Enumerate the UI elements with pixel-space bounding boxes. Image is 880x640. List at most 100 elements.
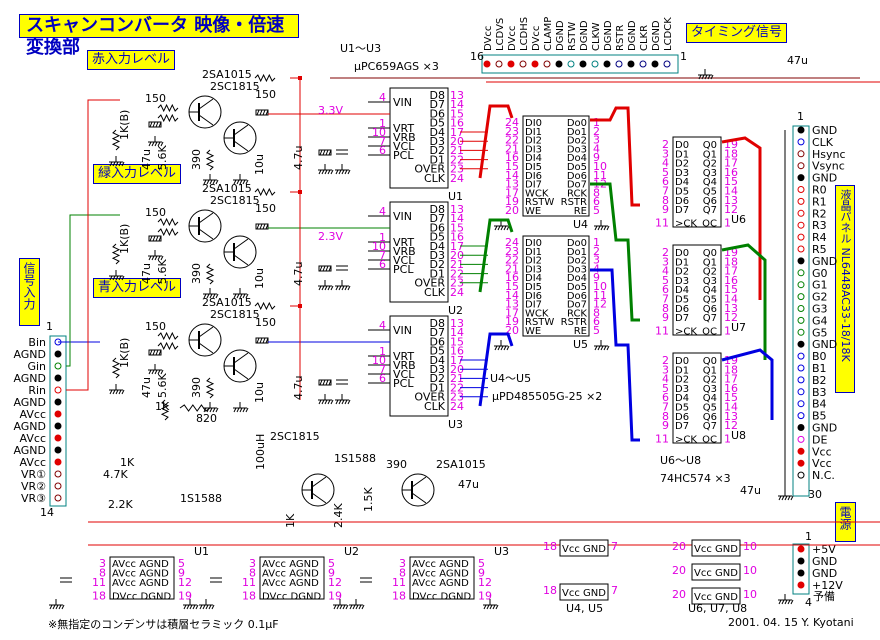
pin-name: RSTR: [561, 317, 587, 328]
chip-ref: U3: [494, 545, 509, 558]
resistor-icon: [205, 149, 215, 171]
pin-name: VRB: [393, 359, 416, 372]
input-pin: [54, 446, 62, 454]
electrolytic-capacitor-icon: [319, 265, 323, 272]
lcd-pin-label: Hsync: [812, 148, 846, 161]
lcd-pin-label: B2: [812, 374, 827, 387]
green-level-label: 緑入力レベル: [93, 164, 182, 184]
ground-icon: [600, 345, 604, 351]
ground-icon: [236, 293, 240, 299]
input-pin-label: AVcc: [20, 432, 46, 445]
pin-name: DI4: [525, 153, 542, 164]
ground-icon: [58, 604, 62, 610]
ground-icon: [492, 604, 496, 610]
fifo-power-label: U4, U5: [566, 602, 603, 615]
input-pin: [54, 410, 62, 418]
resistor-56k: [157, 227, 179, 237]
timing-label: タイミング信号: [686, 23, 788, 43]
pin-number: 17: [450, 126, 464, 139]
cap-value: 47u: [140, 377, 153, 398]
pin-number: 4: [379, 319, 386, 332]
pin-number: 12: [478, 576, 492, 589]
pin-number: 15: [724, 283, 738, 296]
ground-icon: [500, 345, 504, 351]
pin-number: 8: [662, 410, 669, 423]
vref-label: 3.3V: [318, 104, 343, 117]
pin-number: 18: [724, 147, 738, 160]
ground-icon: [112, 389, 116, 395]
pin-number: 6: [662, 175, 669, 188]
pin-name: D1: [430, 381, 445, 394]
pin-name: Do6: [567, 291, 587, 302]
pin-name: D4: [430, 126, 445, 139]
pin-number: 7: [662, 401, 669, 414]
pin-number: 5: [178, 557, 185, 570]
power-pin-label: GND: [812, 555, 837, 568]
timing-pin-label: CLKR: [639, 25, 650, 51]
pin-number: 17: [505, 186, 519, 199]
pin-name: D1: [430, 153, 445, 166]
power-pin-name: AVcc AGND: [112, 569, 169, 580]
cap-value: 47u: [740, 484, 761, 497]
electrolytic-capacitor-icon: [325, 265, 329, 272]
pot-value: 1K(B): [118, 338, 131, 368]
pin-number: 10: [743, 540, 757, 553]
input-wire: [66, 214, 120, 367]
lcd-pin-label: GND: [812, 172, 837, 185]
timing-pin-rstr: [615, 60, 623, 68]
timing-pin-rstw: [567, 60, 575, 68]
pin-number: 4: [662, 373, 669, 386]
resistor-56k: [157, 341, 179, 351]
pin-number: 24: [505, 236, 519, 249]
pin-number: 12: [178, 576, 192, 589]
pin-number: 15: [505, 280, 519, 293]
timing-pin-label: DGND: [651, 20, 662, 51]
pin-number: 20: [672, 588, 686, 601]
power-pin-name: AVcc AGND: [262, 569, 319, 580]
latch-chip-U6: [672, 136, 722, 228]
pin-name: D4: [675, 177, 689, 188]
resistor-value: 150: [145, 320, 166, 333]
chip-ref: U6: [731, 213, 746, 226]
pin-name: VIN: [393, 210, 412, 223]
chip-ref: U2: [448, 304, 463, 317]
ground-icon: [335, 399, 339, 405]
ground-icon: [118, 275, 122, 281]
transistor-label: 2SC1815: [210, 194, 260, 207]
data-bus: [721, 136, 762, 300]
ground-icon: [160, 255, 164, 261]
transistor-icon: [311, 492, 327, 504]
pin-number: 5: [662, 274, 669, 287]
ground-icon: [202, 604, 206, 610]
pin-number: 5: [662, 382, 669, 395]
resistor-1kb: [111, 357, 121, 379]
pin-number: 7: [379, 363, 386, 376]
pin-number: 21: [450, 372, 464, 385]
resistor-icon: [254, 301, 276, 311]
lcd-pin-label: R3: [812, 219, 827, 232]
pin-number: 17: [724, 157, 738, 170]
ground-icon: [157, 255, 161, 261]
pin-number: 18: [242, 590, 256, 603]
lcd-pin: [797, 197, 805, 205]
input-pin-label: VR①: [21, 468, 46, 481]
ground-icon: [242, 407, 246, 413]
pin-name: Q1: [703, 149, 717, 160]
pin-name: RCK: [567, 308, 587, 319]
pin-name: OVER: [414, 391, 445, 404]
electrolytic-capacitor-icon: [149, 121, 153, 128]
pin-name: Do5: [567, 162, 587, 173]
timing-pin-label: DGND: [603, 20, 614, 51]
pin-name: D3: [430, 363, 445, 376]
lcd-pin-label: G3: [812, 303, 828, 316]
timing-pin-dvcc: [507, 60, 515, 68]
pin-number: 12: [593, 298, 607, 311]
lcd-pin-label: Vcc: [812, 445, 832, 458]
pin-number: 9: [178, 567, 185, 580]
fifo-ref: U4～U5: [490, 372, 531, 385]
pin-name: D0: [675, 248, 689, 259]
inductor-value: 100uH: [254, 434, 267, 470]
pin-number: 13: [724, 410, 738, 423]
lcd-pin-label: GND: [812, 255, 837, 268]
pin-number: 3: [662, 255, 669, 268]
